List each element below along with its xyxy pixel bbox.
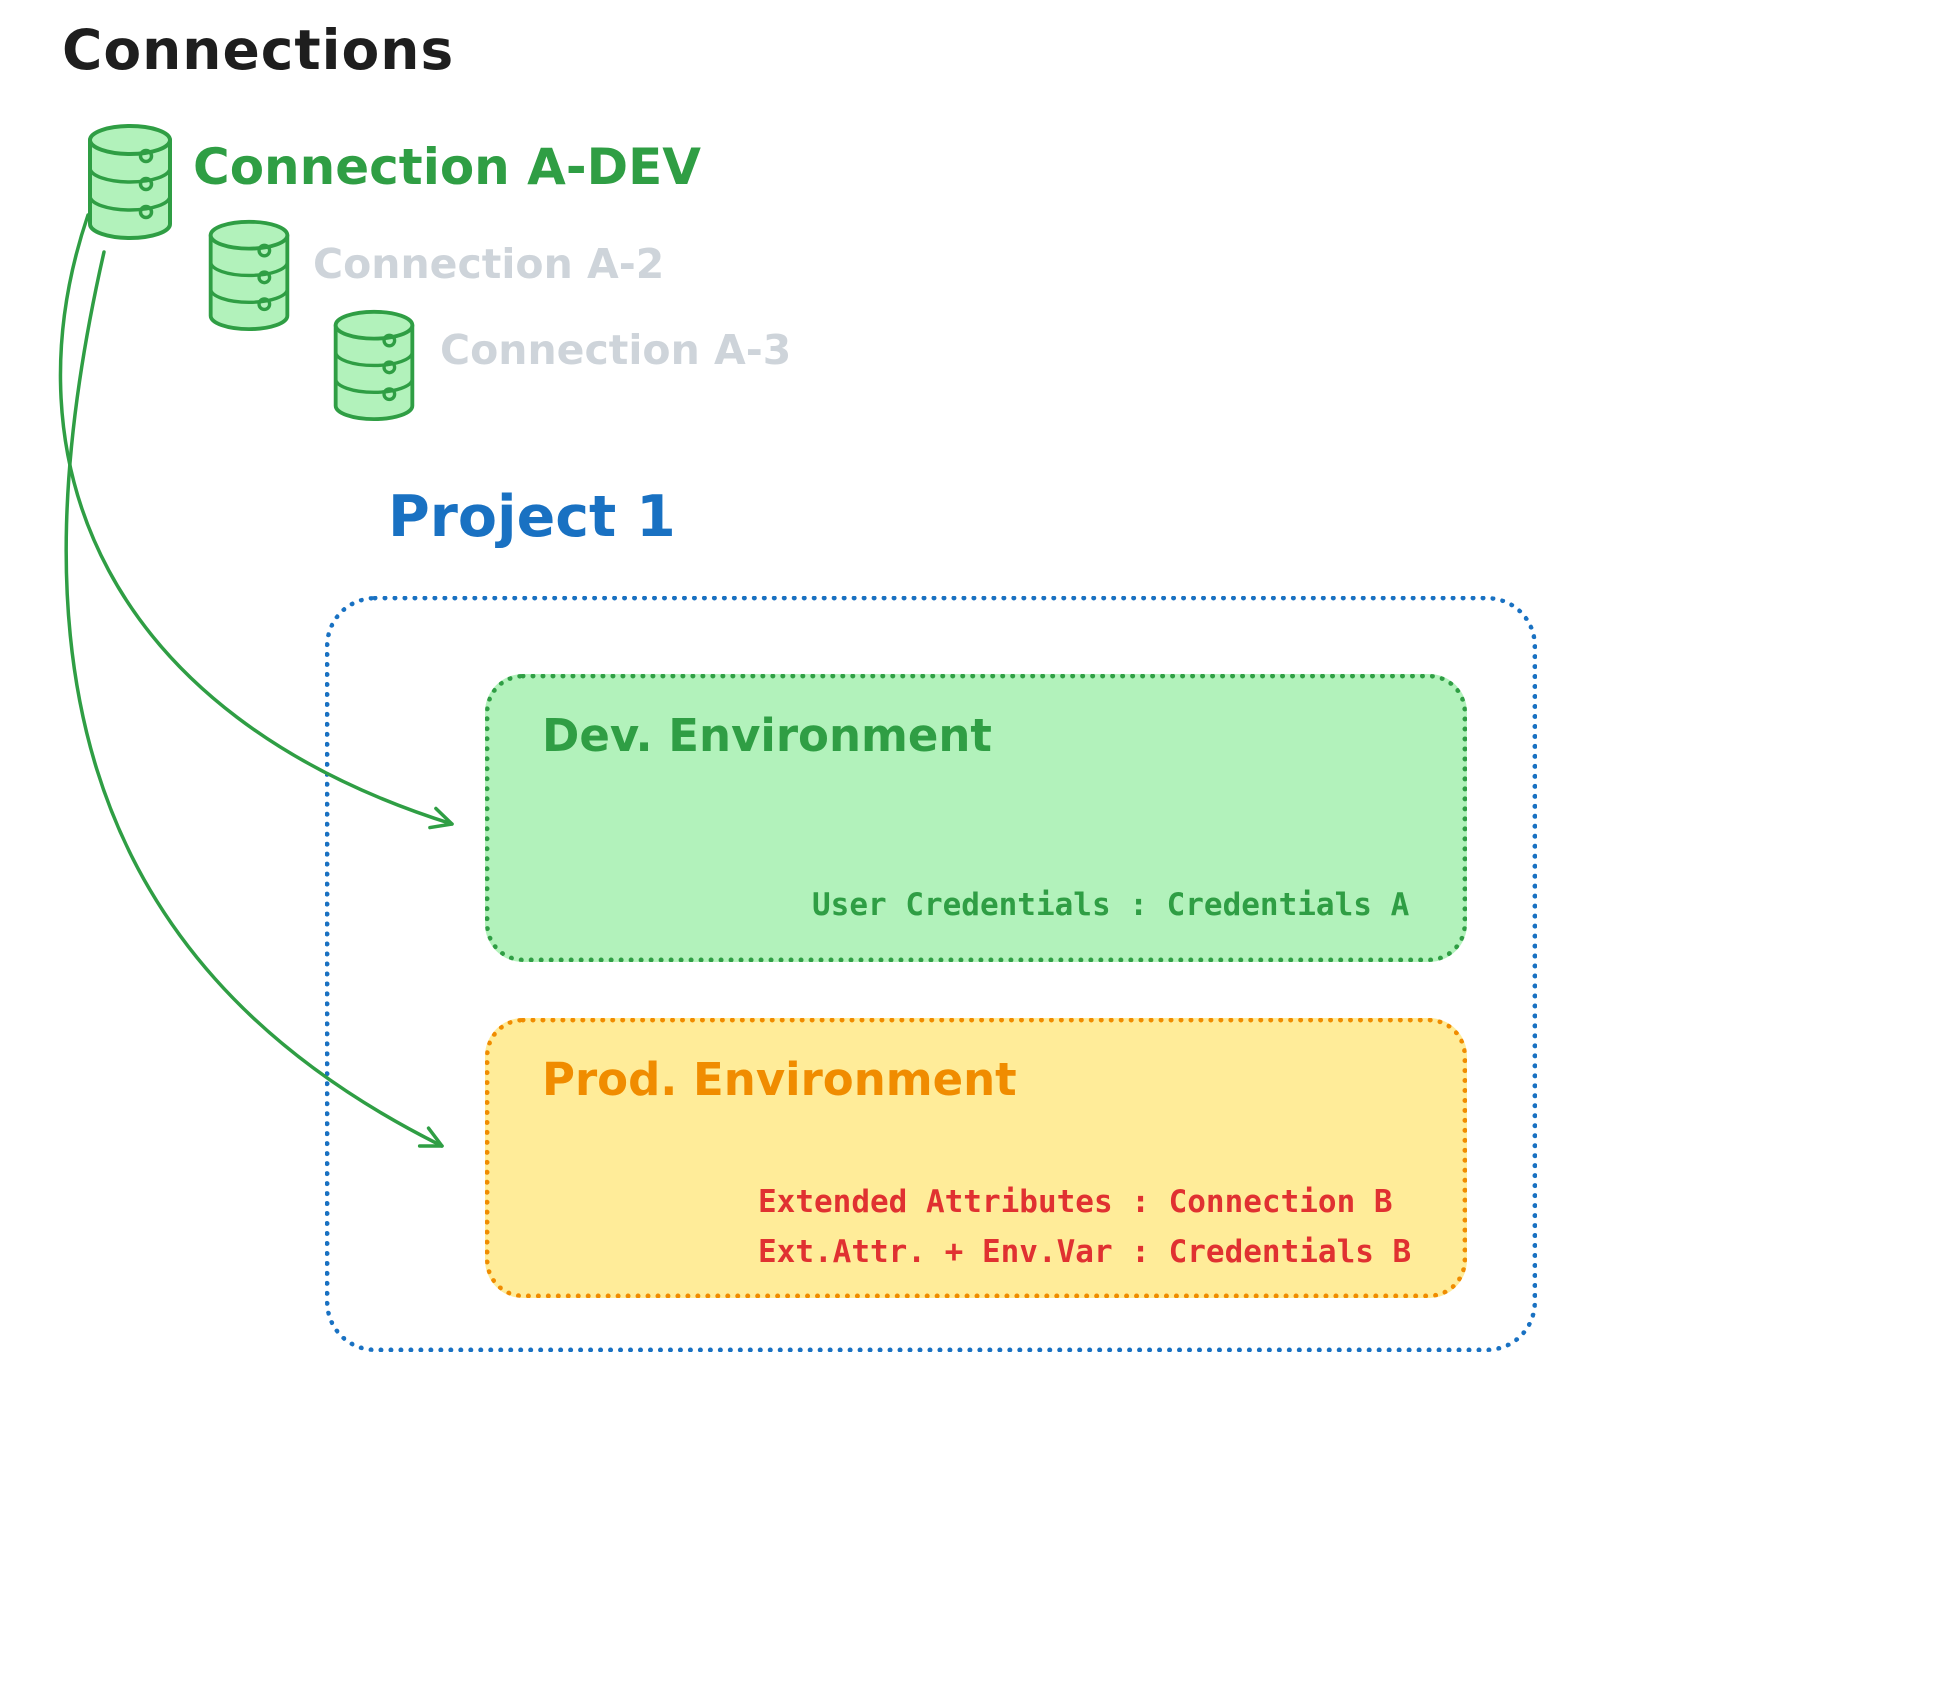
project-title: Project 1 [388,484,676,550]
diagram-title: Connections [62,18,455,82]
database-icon-connection-a-2 [208,219,290,332]
database-icon-connection-a-dev [88,124,172,240]
prod-attributes-line-1: Extended Attributes : Connection B [758,1184,1393,1220]
connection-a-dev-label: Connection A-DEV [193,138,701,196]
connection-a-3-label: Connection A-3 [440,326,792,374]
connection-a-2-label: Connection A-2 [313,240,665,288]
dev-credentials-text: User Credentials : Credentials A [812,887,1410,923]
prod-environment-title: Prod. Environment [542,1053,1017,1106]
database-icon-connection-a-3 [333,309,415,422]
dev-environment-title: Dev. Environment [542,709,992,762]
prod-attributes-text: Extended Attributes : Connection B Ext.A… [758,1177,1411,1277]
prod-attributes-line-2: Ext.Attr. + Env.Var : Credentials B [758,1234,1412,1270]
dev-environment-box: Dev. Environment User Credentials : Cred… [485,674,1467,962]
prod-environment-box: Prod. Environment Extended Attributes : … [485,1018,1467,1298]
